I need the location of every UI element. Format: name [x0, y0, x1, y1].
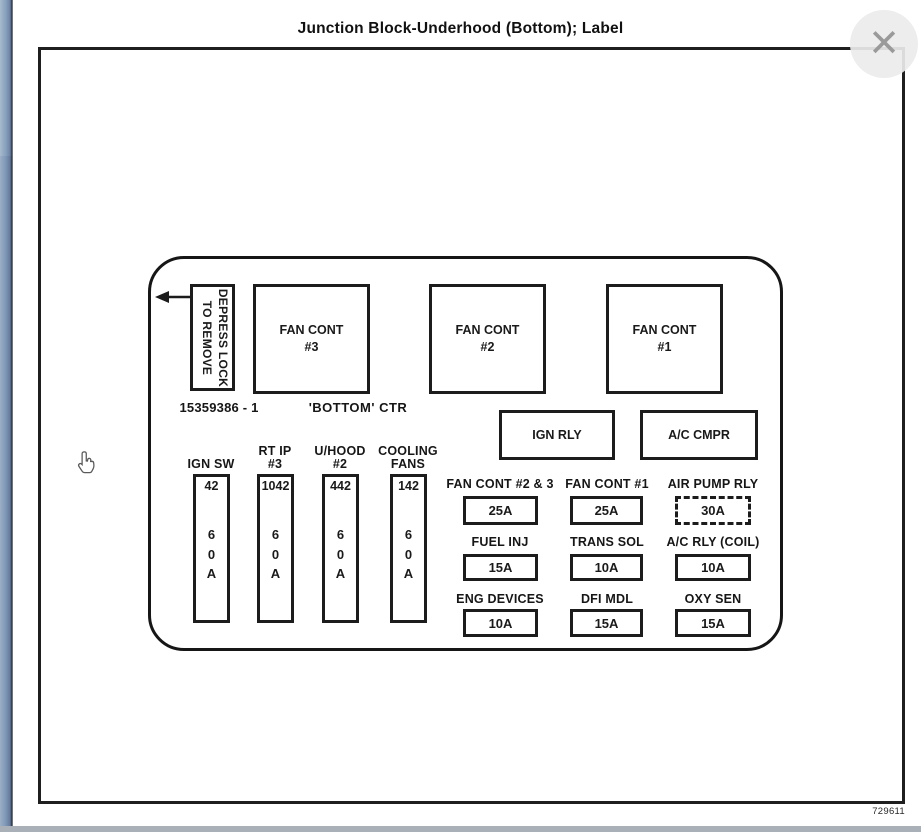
fuse-label: A/C RLY (COIL): [666, 535, 760, 549]
window-bottom-strip: [0, 826, 921, 832]
fuse-amp-box-dashed: 30A: [675, 496, 751, 525]
fuse-amp-box: 25A: [463, 496, 538, 525]
fan-cont-1-box: FAN CONT#1: [606, 284, 723, 394]
fuse-label: ENG DEVICES: [456, 592, 544, 606]
close-button[interactable]: ✕: [850, 10, 918, 78]
fan-cont-3-box: FAN CONT#3: [253, 284, 370, 394]
maxi-fuse-label: RT IP#3: [258, 443, 292, 472]
fuse-amp-box: 15A: [675, 609, 751, 637]
cursor-pointer-icon: [77, 451, 95, 474]
window-edge-strip-bottom: [0, 156, 13, 832]
fuse-label: AIR PUMP RLY: [667, 477, 759, 491]
bottom-ctr-label: 'BOTTOM' CTR: [308, 400, 408, 415]
fuse-label: FUEL INJ: [471, 535, 529, 549]
fuse-amp-box: 10A: [570, 554, 643, 581]
left-arrow-icon: [155, 291, 192, 303]
fuse-amp-box: 10A: [463, 609, 538, 637]
fuse-amp-box: 10A: [675, 554, 751, 581]
depress-lock-box: DEPRESS LOCK TO REMOVE: [190, 284, 235, 391]
fuse-label: FAN CONT #2 & 3: [446, 477, 554, 491]
window-edge-strip-top: [0, 0, 13, 156]
page-title: Junction Block-Underhood (Bottom); Label: [297, 20, 624, 37]
ac-cmpr-box: A/C CMPR: [640, 410, 758, 460]
fuse-amp-box: 15A: [570, 609, 643, 637]
fuse-label: OXY SEN: [684, 592, 742, 606]
maxi-fuse-label: IGN SW: [187, 457, 235, 472]
part-number: 15359386 - 1: [179, 400, 259, 415]
close-icon: ✕: [868, 23, 900, 65]
fuse-amp-box: 25A: [570, 496, 643, 525]
fuse-box-diagram: DEPRESS LOCK TO REMOVE 15359386 - 1 'BOT…: [148, 256, 783, 651]
fuse-label: TRANS SOL: [569, 535, 645, 549]
doc-number: 729611: [872, 806, 905, 817]
maxi-fuse-label: U/HOOD#2: [314, 443, 366, 472]
fuse-label: DFI MDL: [580, 592, 634, 606]
document-page-border: [38, 47, 905, 804]
fan-cont-2-box: FAN CONT#2: [429, 284, 546, 394]
fuse-label: FAN CONT #1: [565, 477, 649, 491]
ign-rly-box: IGN RLY: [499, 410, 615, 460]
depress-lock-text: DEPRESS LOCK TO REMOVE: [200, 288, 230, 388]
fuse-amp-box: 15A: [463, 554, 538, 581]
